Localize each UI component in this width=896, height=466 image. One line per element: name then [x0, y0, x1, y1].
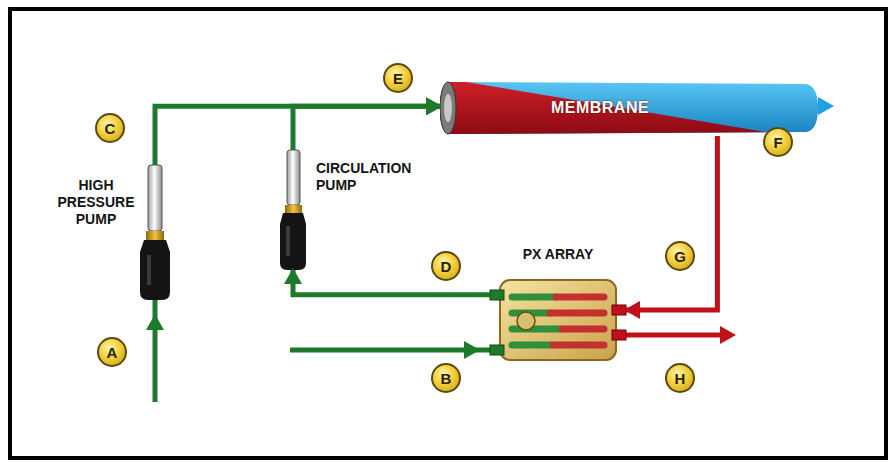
frame	[10, 9, 886, 458]
brine-line	[625, 333, 722, 338]
flow-arrow	[464, 341, 480, 359]
callout-badge: H	[665, 363, 695, 393]
pump-node: CIRCULATION PUMP	[280, 150, 306, 270]
callout-badge: D	[431, 251, 461, 281]
node-heading: CIRCULATION PUMP	[316, 160, 436, 194]
callout-badge: C	[95, 113, 125, 143]
feed-line	[290, 348, 490, 353]
node-label: MEMBRANE	[551, 98, 649, 117]
callout-badge: F	[763, 127, 793, 157]
callout-badge: B	[431, 363, 461, 393]
flow-arrow	[818, 97, 834, 115]
flow-arrow	[720, 326, 736, 344]
callout-letter: F	[773, 134, 782, 151]
membrane-node: MEMBRANE	[440, 80, 820, 136]
node-heading: HIGH PRESSURE PUMP	[54, 177, 138, 227]
callout-letter: H	[675, 370, 686, 387]
pump-symbol	[280, 150, 306, 270]
callout-letter: G	[674, 248, 686, 265]
callout-letter: C	[105, 120, 116, 137]
px-array-symbol	[490, 280, 626, 360]
flow-arrow	[146, 314, 164, 330]
callout-letter: D	[441, 258, 452, 275]
pump-symbol	[140, 165, 170, 300]
callout-letter: A	[107, 344, 118, 361]
px-array-node: PX ARRAY	[490, 278, 626, 362]
flow-pipe	[626, 136, 717, 310]
callout-badge: G	[665, 241, 695, 271]
flow-pipe	[293, 270, 490, 295]
pump-node: HIGH PRESSURE PUMP	[140, 165, 170, 300]
callout-letter: B	[441, 370, 452, 387]
flow-pipe	[293, 106, 440, 150]
callout-badge: A	[97, 337, 127, 367]
callout-letter: E	[393, 70, 403, 87]
node-heading: PX ARRAY	[502, 246, 614, 263]
callout-badge: E	[383, 63, 413, 93]
flow-pipe	[155, 106, 440, 165]
